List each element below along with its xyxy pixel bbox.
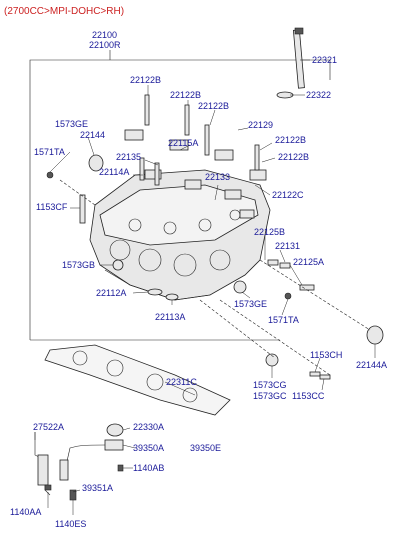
seal-22144A — [366, 325, 384, 345]
label-22122B-a: 22122B — [130, 75, 161, 85]
label-22112A: 22112A — [96, 288, 126, 298]
label-1571TA-a: 1571TA — [34, 147, 65, 157]
guide-1 — [59, 179, 96, 206]
head-gasket — [44, 344, 231, 416]
bolts — [79, 94, 260, 224]
guide-4 — [199, 299, 276, 359]
label-22122B-b: 22122B — [170, 90, 201, 100]
label-22311C: 22311C — [166, 377, 197, 387]
label-39350A: 39350A — [133, 443, 164, 453]
label-22144: 22144 — [80, 130, 105, 140]
guide-3 — [219, 299, 331, 376]
label-22330A: 22330A — [133, 422, 164, 432]
plug-1573GB — [112, 259, 124, 271]
bolt-22321 — [292, 27, 305, 89]
stud-22125A — [299, 284, 315, 291]
plug-1571TA — [46, 171, 54, 179]
part-22112A — [147, 288, 163, 296]
label-22129: 22129 — [248, 120, 273, 130]
label-39351A: 39351A — [82, 483, 113, 493]
diagram-header: (2700CC>MPI-DOHC>RH) — [4, 6, 124, 17]
label-22100: 22100 — [92, 30, 117, 40]
label-1140AB: 1140AB — [133, 463, 164, 473]
guide-2 — [259, 259, 371, 331]
label-1573CG: 1573CG — [253, 380, 287, 390]
label-22322: 22322 — [306, 90, 331, 100]
label-1153CH: 1153CH — [310, 350, 342, 360]
plug-1573GE — [233, 280, 247, 294]
label-22122B-e: 22122B — [278, 152, 309, 162]
plug-1571TA-b — [284, 292, 292, 300]
label-1153CC: 1153CC — [292, 391, 325, 401]
label-1140ES: 1140ES — [55, 519, 86, 529]
label-22122B-c: 22122B — [198, 101, 229, 111]
label-22321: 22321 — [312, 55, 337, 65]
part-22125B — [267, 259, 279, 266]
stud-1153CH — [309, 371, 321, 377]
part-22113A — [165, 293, 179, 301]
label-1571TA-b: 1571TA — [268, 315, 299, 325]
label-1140AA: 1140AA — [10, 507, 41, 517]
label-22125B: 22125B — [254, 227, 285, 237]
cylinder-head — [89, 169, 271, 301]
label-27522A: 27522A — [33, 422, 64, 432]
sensor-39350A — [59, 423, 124, 481]
label-22122B-d: 22122B — [275, 135, 306, 145]
label-1573GB: 1573GB — [62, 260, 95, 270]
label-22135: 22135 — [116, 152, 141, 162]
label-22100R: 22100R — [89, 40, 121, 50]
label-1153CF: 1153CF — [36, 202, 68, 212]
seal-22144 — [88, 154, 104, 172]
bolt-1153CF — [79, 194, 86, 224]
label-1573GE-b: 1573GE — [234, 299, 267, 309]
label-22125A: 22125A — [293, 257, 324, 267]
label-22122C: 22122C — [272, 190, 304, 200]
assembly-frame — [29, 59, 331, 340]
label-1573GE-a: 1573GE — [55, 119, 88, 129]
label-22115A: 22115A — [168, 138, 198, 148]
bracket-27522A — [34, 432, 77, 501]
stud-1153CC — [319, 374, 331, 380]
label-22114A: 22114A — [99, 167, 129, 177]
label-39350E: 39350E — [190, 443, 221, 453]
label-22131: 22131 — [275, 241, 300, 251]
label-22113A: 22113A — [155, 312, 185, 322]
label-22144A: 22144A — [356, 360, 387, 370]
part-22131 — [279, 262, 291, 269]
cam-caps — [124, 129, 267, 219]
label-1573GC: 1573GC — [253, 391, 287, 401]
label-22133: 22133 — [205, 172, 230, 182]
leader-lines — [34, 59, 376, 515]
